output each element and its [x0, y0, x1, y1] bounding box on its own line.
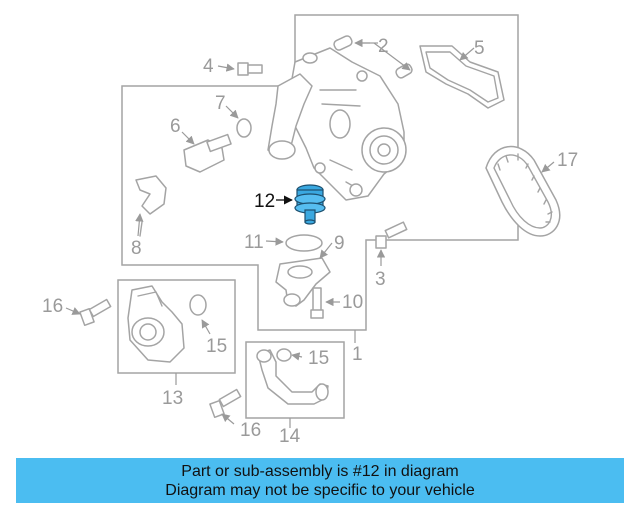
callout-4: 4	[203, 56, 214, 77]
part-info-banner: Part or sub-assembly is #12 in diagram D…	[16, 458, 624, 503]
part-13-coolant-flange	[127, 285, 185, 363]
part-15-o-ring-upper	[189, 294, 211, 335]
callout-3: 3	[375, 269, 386, 290]
callout-16-lower: 16	[240, 420, 261, 441]
part-14-coolant-pipe	[256, 348, 329, 405]
callout-14: 14	[279, 426, 301, 447]
part-7-o-ring	[225, 105, 252, 138]
part-2-dowel-pins	[333, 35, 413, 79]
part-16-bolt-upper	[65, 298, 112, 327]
callout-6: 6	[170, 116, 181, 137]
part-9-housing-flange	[275, 242, 333, 307]
callout-12: 12	[254, 191, 275, 212]
callout-7: 7	[215, 93, 226, 114]
part-8-bracket	[135, 175, 167, 237]
callout-13: 13	[162, 388, 183, 409]
part-3-bolt	[375, 221, 408, 266]
part-11-o-ring	[265, 234, 323, 252]
exploded-parts-diagram: 1 2 3 4 5 6 7 8 9 10 11 12 13 14 15 15 1…	[42, 14, 578, 447]
callout-10: 10	[342, 292, 363, 313]
part-6-sensor	[181, 131, 232, 173]
water-pump-housing	[267, 47, 407, 201]
banner-line-1: Part or sub-assembly is #12 in diagram	[181, 463, 459, 480]
callout-9: 9	[334, 233, 345, 254]
part-17-drive-belt	[485, 145, 561, 237]
callout-15-upper: 15	[206, 336, 227, 357]
part-4-bolt	[217, 62, 263, 76]
banner-line-2: Diagram may not be specific to your vehi…	[165, 482, 475, 499]
callout-1: 1	[352, 344, 363, 365]
callout-2: 2	[378, 36, 389, 57]
callout-11: 11	[244, 232, 264, 253]
callout-17: 17	[557, 150, 578, 171]
callout-5: 5	[474, 38, 485, 59]
part-5-gasket	[419, 45, 505, 109]
part-12-thermostat	[276, 184, 326, 225]
part-16-bolt-lower	[209, 388, 242, 425]
callout-16-upper: 16	[42, 296, 63, 317]
part-10-bolt	[310, 287, 340, 319]
callout-8: 8	[131, 238, 142, 259]
subassembly-14-frame	[245, 341, 345, 419]
callout-15-lower: 15	[308, 348, 329, 369]
